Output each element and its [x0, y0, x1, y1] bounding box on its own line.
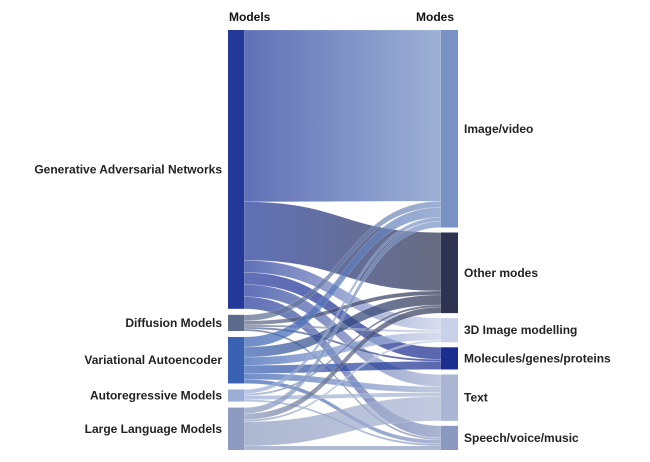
models-header: Models: [229, 10, 271, 24]
source-node-ar: [228, 389, 244, 402]
source-node-gan: [228, 30, 244, 309]
flow-links: [243, 29, 442, 451]
source-label-diff: Diffusion Models: [125, 316, 222, 330]
diagram-nodes: [228, 30, 458, 450]
flow-llm-to-sp: [243, 445, 442, 451]
node-labels: Generative Adversarial NetworksDiffusion…: [34, 122, 611, 445]
target-node-img3d: [441, 318, 458, 343]
target-label-mol: Molecules/genes/proteins: [464, 351, 611, 365]
flow-gan-to-img: [243, 29, 442, 202]
source-node-diff: [228, 314, 244, 331]
target-node-other: [441, 232, 458, 314]
source-node-llm: [228, 407, 244, 450]
target-label-img3d: 3D Image modelling: [464, 323, 577, 337]
target-node-text: [441, 374, 458, 421]
source-node-vae: [228, 336, 244, 384]
modes-header: Modes: [416, 10, 454, 24]
target-node-img: [441, 30, 458, 228]
target-label-other: Other modes: [464, 266, 538, 280]
flow-llm-to-img3d: [243, 340, 442, 422]
source-label-vae: Variational Autoencoder: [84, 353, 222, 367]
source-label-gan: Generative Adversarial Networks: [34, 162, 222, 176]
target-node-sp: [441, 425, 458, 450]
target-label-img: Image/video: [464, 122, 533, 136]
target-label-text: Text: [464, 391, 488, 405]
source-label-llm: Large Language Models: [85, 422, 223, 436]
source-label-ar: Autoregressive Models: [90, 389, 222, 403]
target-label-sp: Speech/voice/music: [464, 431, 579, 445]
target-node-mol: [441, 347, 458, 370]
